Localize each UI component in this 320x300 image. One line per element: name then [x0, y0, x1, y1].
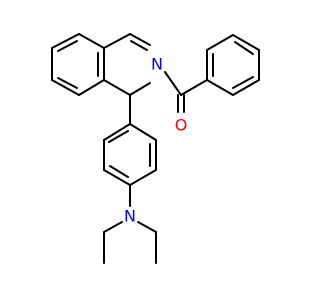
- bond: [129, 169, 157, 186]
- bond: [129, 33, 151, 46]
- bond-double: [109, 165, 129, 178]
- bond: [206, 79, 234, 96]
- bond: [103, 123, 131, 141]
- bond-double: [57, 40, 78, 52]
- bond: [129, 82, 151, 96]
- dihydro-ring: [103, 33, 151, 96]
- benzo-ring: [51, 33, 105, 96]
- benzoyl-group: [164, 34, 260, 113]
- ring-nitrogen-label: N: [151, 55, 163, 74]
- aryl-ring: [103, 94, 157, 207]
- bond: [103, 221, 123, 233]
- bond: [206, 34, 234, 51]
- bond: [78, 33, 105, 49]
- diethyl-groups: [103, 221, 157, 264]
- bond-double: [232, 76, 254, 89]
- bond: [137, 221, 157, 233]
- bond: [232, 79, 260, 96]
- bond-double: [108, 130, 129, 143]
- carbonyl-oxygen-label: O: [175, 116, 188, 135]
- bond: [103, 169, 131, 186]
- bond: [103, 79, 131, 96]
- amine-nitrogen-label: N: [124, 207, 136, 226]
- bond: [78, 79, 105, 96]
- bond-double: [130, 40, 148, 51]
- bond-double: [57, 77, 78, 89]
- bond: [180, 79, 208, 96]
- molecule-structure: N O N: [51, 33, 260, 264]
- bond: [129, 123, 157, 141]
- bond: [51, 33, 80, 49]
- bond: [103, 33, 131, 49]
- bond: [164, 71, 182, 96]
- bond-double: [234, 41, 254, 55]
- bond: [232, 34, 260, 51]
- bond: [51, 79, 80, 96]
